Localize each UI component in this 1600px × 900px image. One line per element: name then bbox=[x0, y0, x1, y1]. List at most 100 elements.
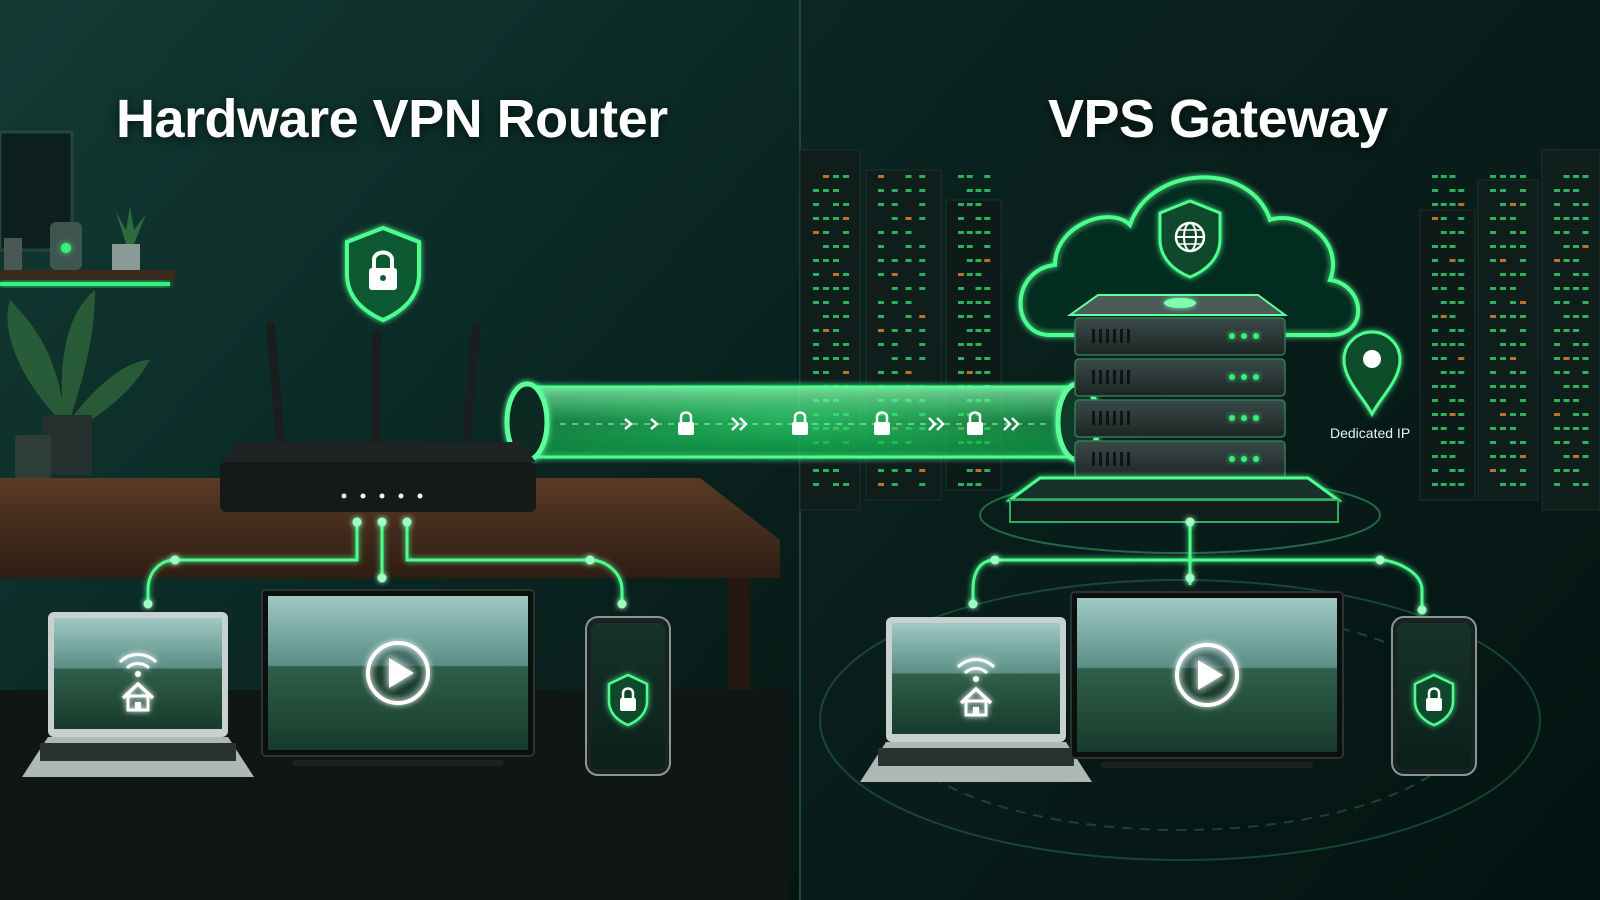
server-led bbox=[1241, 374, 1247, 380]
rack-led bbox=[1563, 287, 1570, 290]
rack-led bbox=[1490, 301, 1496, 304]
rack-led bbox=[1510, 203, 1516, 206]
rack-led bbox=[1440, 217, 1447, 220]
rack-led bbox=[1490, 357, 1496, 360]
rack-led bbox=[919, 203, 926, 206]
rack-led bbox=[1573, 413, 1579, 416]
rack-led bbox=[1573, 175, 1579, 178]
home-roof bbox=[121, 681, 155, 700]
rack-led bbox=[1449, 399, 1456, 402]
rack-led bbox=[975, 301, 982, 304]
right-devices bbox=[860, 591, 1477, 782]
rack-led bbox=[1490, 385, 1496, 388]
rack-led bbox=[1500, 273, 1506, 276]
wifi-arc-outer bbox=[956, 658, 996, 669]
wooden-desk bbox=[0, 478, 780, 578]
router-body-top bbox=[220, 442, 536, 462]
rack-led bbox=[966, 273, 973, 276]
rack-led bbox=[833, 483, 839, 486]
rack-led bbox=[1573, 399, 1579, 402]
rack-led bbox=[905, 217, 912, 220]
wifi-dot bbox=[973, 676, 979, 682]
rack-led bbox=[1520, 259, 1526, 262]
rack-led bbox=[1440, 427, 1447, 430]
rack-led bbox=[919, 175, 926, 178]
left-devices bbox=[22, 589, 671, 777]
rack-led bbox=[1490, 287, 1496, 290]
rack-led bbox=[1510, 175, 1516, 178]
rack-led bbox=[1563, 455, 1570, 458]
rack-led bbox=[975, 203, 982, 206]
wifi-icon bbox=[118, 653, 158, 677]
connector-node bbox=[990, 555, 1000, 565]
rack-led bbox=[1520, 343, 1526, 346]
server-vent bbox=[1099, 329, 1102, 343]
rack-led bbox=[966, 343, 973, 346]
rack-led bbox=[1432, 343, 1438, 346]
rack-led bbox=[1440, 315, 1447, 318]
rack-led bbox=[813, 189, 819, 192]
rack-led bbox=[1500, 483, 1506, 486]
connector-nodes bbox=[143, 517, 1427, 615]
rack-led bbox=[1440, 413, 1447, 416]
rack-led bbox=[1520, 371, 1526, 374]
rack-led bbox=[813, 301, 819, 304]
rack-led bbox=[1458, 287, 1465, 290]
router-led bbox=[341, 493, 347, 499]
rack-led bbox=[1582, 385, 1589, 388]
rack-led bbox=[1449, 259, 1456, 262]
rack-led bbox=[1582, 231, 1589, 234]
rack-led bbox=[1520, 385, 1526, 388]
home-icon bbox=[959, 686, 993, 717]
play-icon bbox=[1175, 643, 1239, 707]
home-door bbox=[973, 707, 979, 715]
rack-led bbox=[1458, 301, 1465, 304]
rack-led bbox=[975, 189, 982, 192]
rack-led bbox=[813, 469, 819, 472]
rack-led bbox=[1554, 301, 1560, 304]
rack-led bbox=[1432, 259, 1438, 262]
rack-led bbox=[1490, 259, 1496, 262]
connector-node bbox=[585, 555, 595, 565]
rack-led bbox=[823, 315, 829, 318]
rack-led bbox=[1573, 259, 1579, 262]
rack-led bbox=[1582, 441, 1589, 444]
rack-led bbox=[1500, 175, 1506, 178]
rack-led bbox=[966, 259, 973, 262]
rack-led bbox=[823, 287, 829, 290]
router-antenna-right bbox=[462, 322, 481, 445]
tunnel-chevron bbox=[650, 418, 659, 430]
rack-led bbox=[1563, 301, 1570, 304]
router-led bbox=[379, 493, 385, 499]
rack-led bbox=[1458, 217, 1465, 220]
rack-led bbox=[878, 469, 884, 472]
rack-led bbox=[843, 175, 849, 178]
desk-leg bbox=[728, 578, 750, 708]
tunnel-lock-icon bbox=[967, 411, 983, 435]
rack-led bbox=[823, 301, 829, 304]
television bbox=[261, 589, 535, 766]
rack-led bbox=[1554, 469, 1560, 472]
tunnel-lock-icon bbox=[678, 411, 694, 435]
rack-led bbox=[905, 357, 912, 360]
rack-led bbox=[1563, 385, 1570, 388]
rack-led bbox=[1458, 259, 1465, 262]
rack-led bbox=[984, 315, 991, 318]
rack-led bbox=[833, 315, 839, 318]
dedicated-ip-label: Dedicated IP bbox=[1330, 425, 1411, 441]
server-led bbox=[1241, 415, 1247, 421]
rack-led bbox=[1432, 399, 1438, 402]
map-pin-dot bbox=[1363, 350, 1381, 368]
server-racks bbox=[799, 149, 1600, 511]
rack-led bbox=[813, 483, 819, 486]
rack-led bbox=[1500, 259, 1506, 262]
rack-led bbox=[1449, 455, 1456, 458]
rack-led bbox=[905, 175, 912, 178]
rack-led bbox=[1510, 245, 1516, 248]
tunnel-lock-shackle bbox=[875, 411, 889, 422]
server-led bbox=[1253, 456, 1259, 462]
rack-led bbox=[958, 175, 964, 178]
server-unit bbox=[1074, 399, 1286, 438]
tunnel-lock-body bbox=[678, 422, 694, 435]
